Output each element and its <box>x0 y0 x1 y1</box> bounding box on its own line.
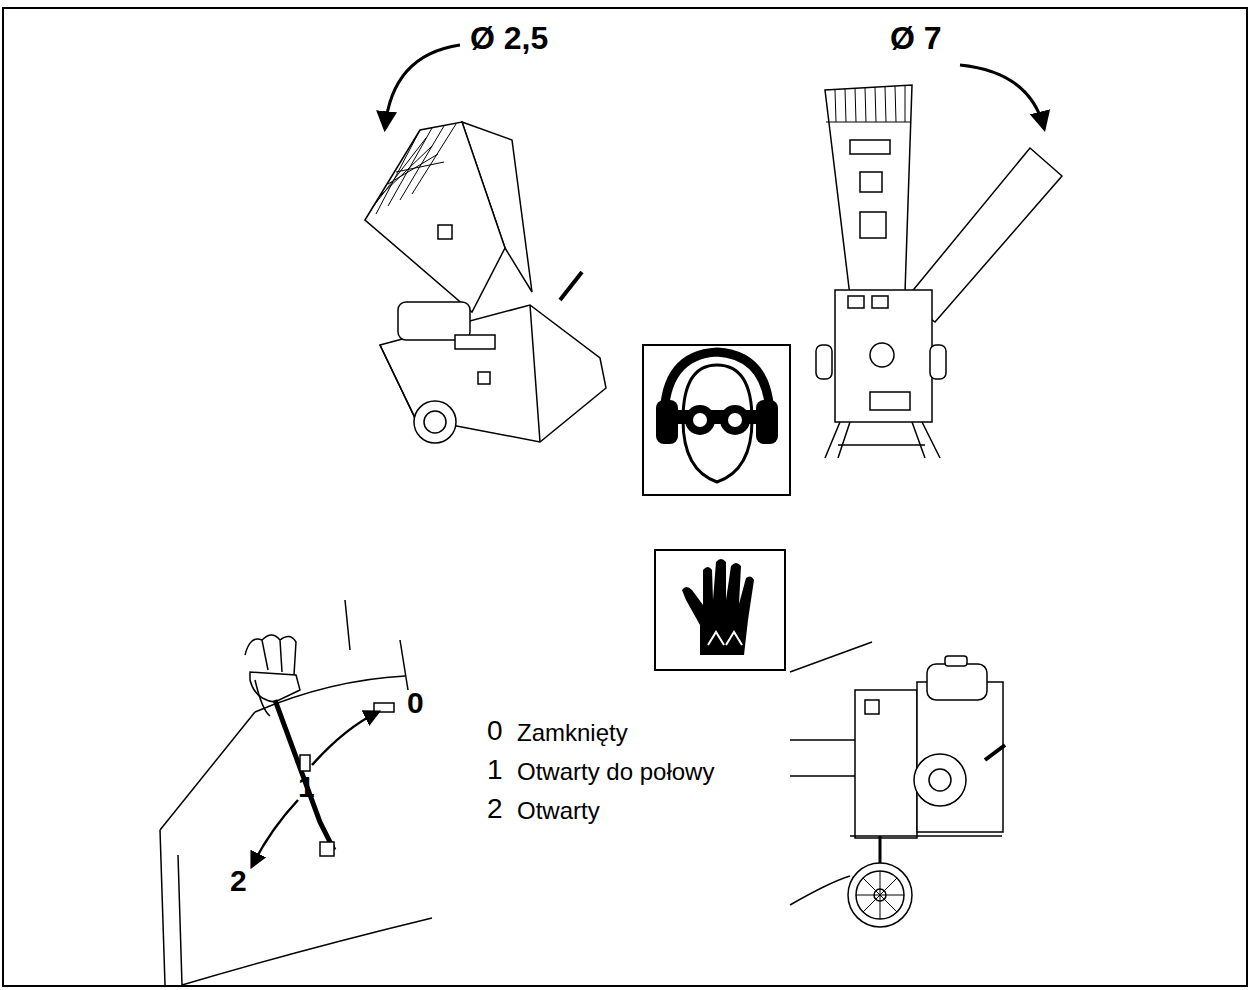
frame <box>3 8 1247 986</box>
callout-number: 1 <box>298 772 315 802</box>
dimension-label: Ø 7 <box>890 22 942 54</box>
callout-number: 0 <box>407 688 424 718</box>
position-number: 1 <box>487 756 503 784</box>
chipper-side-view <box>365 45 606 443</box>
lever-detail <box>160 600 432 985</box>
callout-number: 2 <box>230 866 247 896</box>
dimension-label: Ø 2,5 <box>470 22 548 54</box>
position-text: Otwarty <box>517 799 600 823</box>
glove-pictogram <box>655 550 785 670</box>
position-number: 0 <box>487 717 503 745</box>
engine-detail <box>790 642 1005 927</box>
chipper-front-view <box>816 65 1062 458</box>
position-number: 2 <box>487 795 503 823</box>
ppe-head-pictogram <box>643 345 790 495</box>
position-text: Zamknięty <box>517 721 628 745</box>
position-text: Otwarty do połowy <box>517 760 714 784</box>
